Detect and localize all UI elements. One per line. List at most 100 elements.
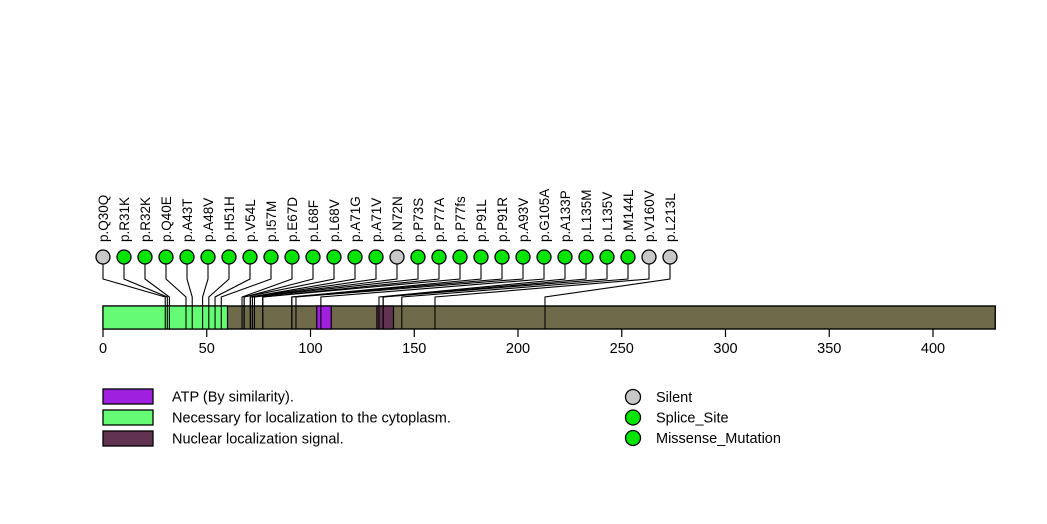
mutation-connector-line bbox=[249, 264, 377, 306]
mutation-type-legend-label: Silent bbox=[656, 390, 692, 406]
mutation-circle bbox=[200, 249, 216, 265]
mutation-label: p.Q30Q bbox=[96, 195, 111, 242]
mutation-circle bbox=[599, 249, 615, 265]
mutation-label: p.G105A bbox=[537, 189, 552, 242]
mutation-circle bbox=[242, 249, 258, 265]
mutation-type-legend-circle bbox=[624, 388, 642, 406]
mutation-connector-line bbox=[401, 264, 629, 306]
mutation-connector-line bbox=[295, 264, 524, 306]
mutation-circle bbox=[515, 249, 531, 265]
mutation-connector-line bbox=[320, 264, 545, 306]
mutation-circle bbox=[137, 249, 153, 265]
mutation-type-legend-circle bbox=[624, 429, 642, 447]
mutation-circle bbox=[179, 249, 195, 265]
mutation-label: p.P77A bbox=[432, 198, 447, 242]
axis-tick-label: 350 bbox=[817, 341, 841, 357]
mutation-connector-line bbox=[241, 264, 293, 306]
mutation-connector-line bbox=[123, 264, 168, 306]
mutation-type-legend-label: Missense_Mutation bbox=[656, 431, 781, 447]
mutation-connector-line bbox=[144, 264, 170, 306]
domain-legend-label: Nuclear localization signal. bbox=[172, 432, 344, 448]
axis-tick-label: 300 bbox=[713, 341, 737, 357]
mutation-connector-line bbox=[262, 264, 461, 306]
mutation-circle bbox=[662, 249, 678, 265]
mutation-connector-line bbox=[291, 264, 503, 306]
mutation-circle bbox=[347, 249, 363, 265]
mutation-label: p.N72N bbox=[390, 196, 405, 242]
mutation-type-legend-label: Splice_Site bbox=[656, 411, 729, 427]
mutation-circle bbox=[368, 249, 384, 265]
protein-domain bbox=[376, 305, 395, 330]
mutation-label: p.R32K bbox=[138, 197, 153, 242]
mutation-label: p.A93V bbox=[516, 198, 531, 242]
mutation-label: p.L68F bbox=[306, 200, 321, 242]
mutation-label: p.L135V bbox=[600, 192, 615, 242]
mutation-circle bbox=[410, 249, 426, 265]
mutation-circle bbox=[263, 249, 279, 265]
mutation-circle bbox=[284, 249, 300, 265]
axis-tick-label: 0 bbox=[99, 341, 107, 357]
mutation-type-legend-circle bbox=[624, 409, 642, 426]
mutation-label: p.V54L bbox=[243, 199, 258, 242]
domain-legend-label: ATP (By similarity). bbox=[172, 390, 294, 406]
mutation-circle bbox=[473, 249, 489, 265]
axis-tick-label: 200 bbox=[506, 341, 530, 357]
mutation-connector-line bbox=[243, 264, 335, 306]
mutation-circle bbox=[116, 249, 132, 265]
mutation-circle bbox=[326, 249, 342, 265]
mutation-connector-line bbox=[544, 264, 671, 306]
mutation-label: p.P91L bbox=[474, 199, 489, 242]
mutation-label: p.A43T bbox=[180, 198, 195, 242]
mutation-connector-line bbox=[251, 264, 398, 306]
mutation-label: p.E67D bbox=[285, 197, 300, 242]
mutation-circle bbox=[557, 249, 573, 265]
mutation-connector-line bbox=[208, 264, 230, 306]
mutation-label: p.L68V bbox=[327, 199, 342, 242]
mutation-connector-line bbox=[434, 264, 650, 306]
mutation-circle bbox=[578, 249, 594, 265]
mutation-connector-line bbox=[220, 264, 272, 306]
mutation-circle bbox=[494, 249, 510, 265]
mutation-label: p.A71V bbox=[369, 198, 384, 242]
mutation-connector-line bbox=[214, 264, 251, 306]
mutation-circle bbox=[305, 249, 321, 265]
mutation-label: p.L213L bbox=[663, 193, 678, 242]
mutation-label: p.A133P bbox=[558, 190, 573, 242]
mutation-circle bbox=[158, 249, 174, 265]
mutation-connector-line bbox=[186, 264, 193, 306]
mutation-label: p.P73S bbox=[411, 198, 426, 242]
mutation-label: p.P77fs bbox=[453, 196, 468, 242]
mutation-circle bbox=[389, 249, 405, 265]
axis-tick-label: 150 bbox=[402, 341, 426, 357]
domain-legend-swatch bbox=[102, 430, 154, 447]
mutation-label: p.M144L bbox=[621, 189, 636, 242]
mutation-label: p.V160V bbox=[642, 190, 657, 242]
protein-track bbox=[102, 305, 996, 330]
mutation-label: p.A71G bbox=[348, 196, 363, 242]
mutation-connector-line bbox=[382, 264, 608, 306]
mutation-circle bbox=[431, 249, 447, 265]
domain-legend-swatch bbox=[102, 409, 154, 426]
protein-domain bbox=[316, 305, 332, 330]
mutation-label: p.L135M bbox=[579, 189, 594, 242]
mutation-label: p.P91R bbox=[495, 197, 510, 242]
mutation-connector-line bbox=[378, 264, 566, 306]
mutation-label: p.H51H bbox=[222, 196, 237, 242]
mutation-label: p.I57M bbox=[264, 201, 279, 242]
axis-tick-label: 50 bbox=[199, 341, 215, 357]
mutation-circle bbox=[221, 249, 237, 265]
mutation-circle bbox=[620, 249, 636, 265]
mutation-circle bbox=[641, 249, 657, 265]
mutation-connector-line bbox=[165, 264, 187, 306]
mutation-label: p.Q40E bbox=[159, 196, 174, 242]
mutation-connector-line bbox=[102, 264, 166, 306]
mutation-circle bbox=[95, 249, 111, 265]
mutation-connector-line bbox=[253, 264, 419, 306]
mutation-label: p.A48V bbox=[201, 198, 216, 242]
axis-tick-label: 250 bbox=[610, 341, 634, 357]
mutation-circle bbox=[536, 249, 552, 265]
mutation-label: p.R31K bbox=[117, 197, 132, 242]
domain-legend-swatch bbox=[102, 388, 154, 405]
